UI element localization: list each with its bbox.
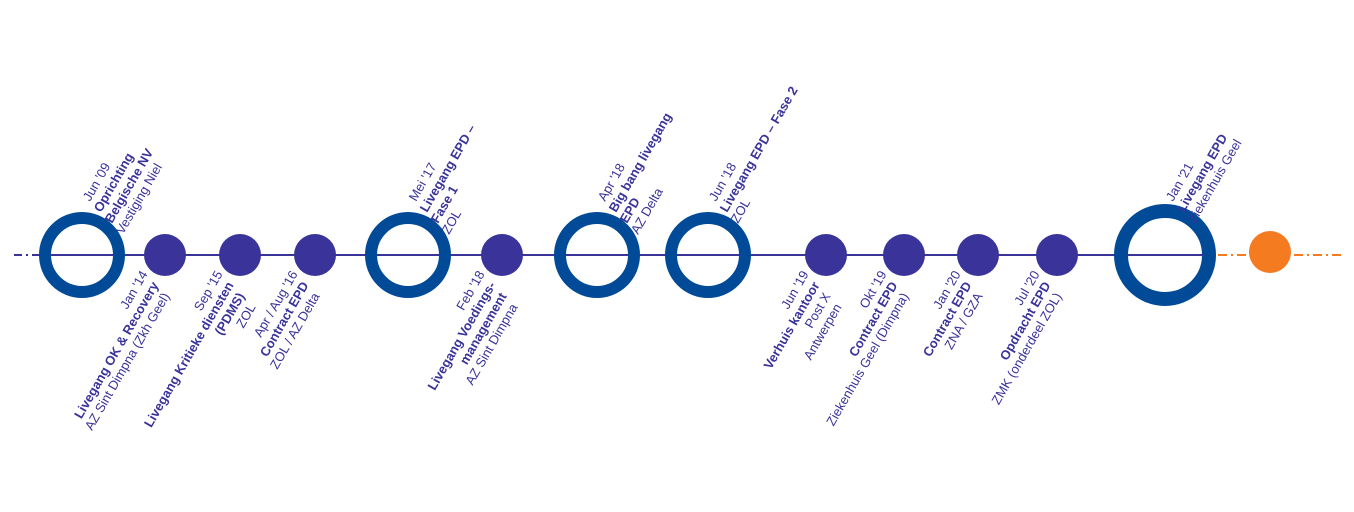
milestone-dot xyxy=(883,234,925,276)
milestone-dot xyxy=(219,234,261,276)
milestone-dot xyxy=(1036,234,1078,276)
milestone-future xyxy=(1249,231,1291,273)
milestone-dot xyxy=(144,234,186,276)
milestone-future-dot xyxy=(1249,231,1291,273)
milestone-ok-recovery xyxy=(144,234,186,276)
timeline-marks xyxy=(39,204,1291,306)
milestone-voeding xyxy=(481,234,523,276)
milestone-livegang-geel xyxy=(1114,204,1216,306)
milestone-contract-dimpna xyxy=(883,234,925,276)
milestone-epd-fase2 xyxy=(665,212,751,298)
milestone-verhuis xyxy=(805,234,847,276)
milestone-oprichting xyxy=(39,212,125,298)
milestone-opdracht-zmk xyxy=(1036,234,1078,276)
milestone-pdms xyxy=(219,234,261,276)
milestone-title: Livegang EPD – Fase 2 xyxy=(717,84,801,215)
milestone-dot xyxy=(957,234,999,276)
milestone-contract-zol xyxy=(294,234,336,276)
milestone-dot xyxy=(805,234,847,276)
milestone-big-bang xyxy=(554,212,640,298)
milestone-epd-fase1 xyxy=(365,212,451,298)
milestone-contract-zna xyxy=(957,234,999,276)
milestone-dot xyxy=(481,234,523,276)
milestone-dot xyxy=(294,234,336,276)
milestone-title: Livegang OK & Recovery xyxy=(71,278,162,421)
